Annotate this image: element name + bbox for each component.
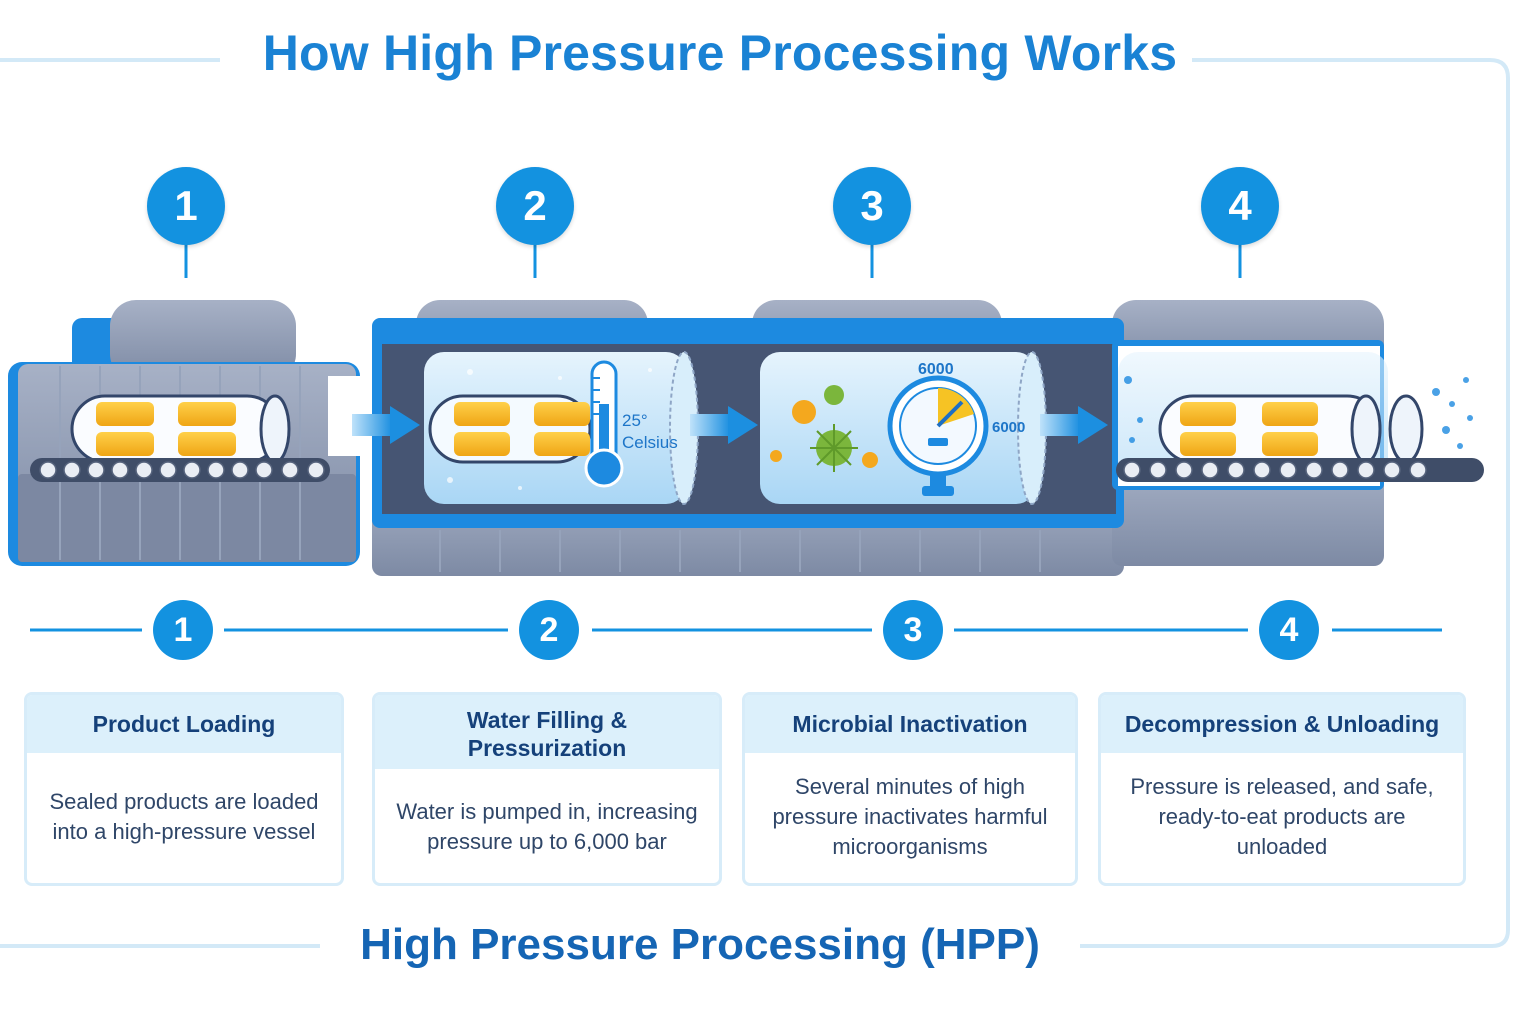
step-card-description: Sealed products are loaded into a high-p… <box>49 789 319 844</box>
step-badge-top-2: 2 <box>496 167 574 245</box>
step-card-4: Decompression & Unloading Pressure is re… <box>1098 692 1466 886</box>
step-badge-timeline-2: 2 <box>519 600 579 660</box>
flow-arrow-1 <box>352 406 420 444</box>
step-card-description: Several minutes of high pressure inactiv… <box>772 774 1048 859</box>
step-badge-top-4: 4 <box>1201 167 1279 245</box>
step-badge-timeline-4: 4 <box>1259 600 1319 660</box>
step-badge-top-1: 1 <box>147 167 225 245</box>
step-badge-top-3: 3 <box>833 167 911 245</box>
step-card-2: Water Filling & Pressurization Water is … <box>372 692 722 886</box>
microbe-icon <box>770 385 878 472</box>
water-filling-chamber <box>424 351 699 505</box>
step-badge-timeline-3: 3 <box>883 600 943 660</box>
step-badge-timeline-1: 1 <box>153 600 213 660</box>
loading-station <box>8 300 368 566</box>
gauge-value: 6000 <box>918 361 954 378</box>
step-card-title: Microbial Inactivation <box>745 695 1075 753</box>
footer-title: High Pressure Processing (HPP) <box>360 920 1040 969</box>
step-card-3: Microbial Inactivation Several minutes o… <box>742 692 1078 886</box>
pressure-gauge-icon <box>887 375 989 496</box>
gauge-side-label: 6000 <box>992 419 1025 436</box>
step-card-description: Pressure is released, and safe, ready-to… <box>1130 774 1434 859</box>
flow-arrow-2 <box>690 406 758 444</box>
decompression-chamber <box>1116 352 1484 482</box>
water-splash-icon <box>1124 376 1473 449</box>
step-card-1: Product Loading Sealed products are load… <box>24 692 344 886</box>
step-card-title: Water Filling & Pressurization <box>375 695 719 769</box>
flow-arrow-3 <box>1040 406 1108 444</box>
thermometer-value: 25° <box>622 411 648 430</box>
page-title: How High Pressure Processing Works <box>262 25 1178 81</box>
thermometer-unit: Celsius <box>622 433 678 452</box>
step-card-title: Decompression & Unloading <box>1101 695 1463 753</box>
step-card-title: Product Loading <box>27 695 341 753</box>
microbial-inactivation-chamber <box>760 351 1047 505</box>
step-card-description: Water is pumped in, increasing pressure … <box>396 799 698 854</box>
